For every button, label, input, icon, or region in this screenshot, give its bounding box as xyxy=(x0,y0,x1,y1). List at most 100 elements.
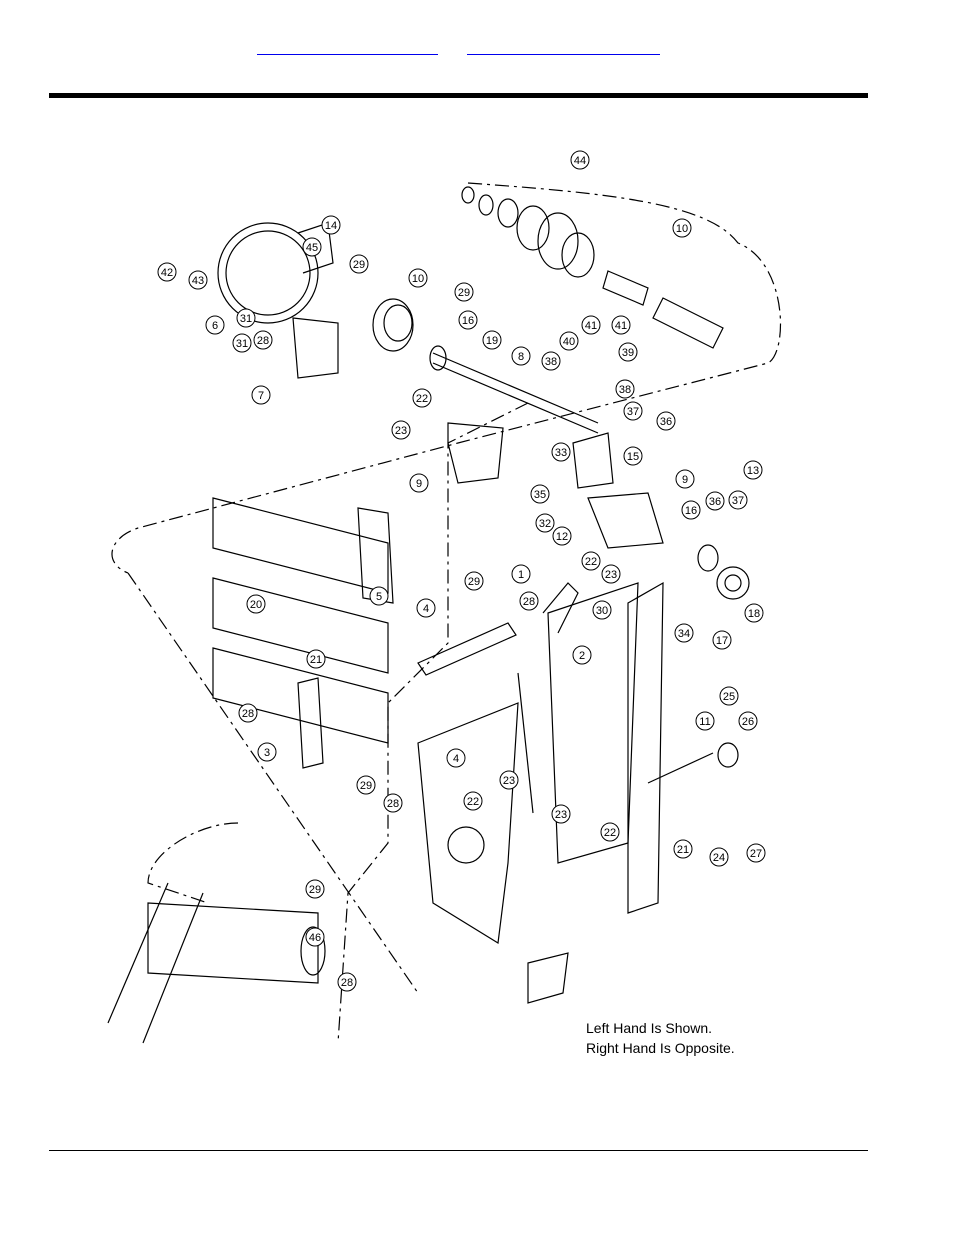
svg-text:4: 4 xyxy=(423,603,429,615)
header-rule xyxy=(49,93,868,98)
callout-38a: 38 xyxy=(541,351,561,371)
nav-link-1[interactable] xyxy=(257,40,438,55)
callout-21a: 21 xyxy=(306,649,326,669)
svg-text:28: 28 xyxy=(387,798,399,810)
svg-text:33: 33 xyxy=(555,447,567,459)
arm-1 xyxy=(417,622,517,676)
callout-45: 45 xyxy=(302,237,322,257)
svg-text:22: 22 xyxy=(416,393,428,405)
callout-27: 27 xyxy=(746,843,766,863)
svg-text:26: 26 xyxy=(742,716,754,728)
callout-3: 3 xyxy=(257,742,277,762)
callout-28d: 28 xyxy=(383,793,403,813)
shaft-19 xyxy=(432,352,599,424)
callout-36a: 36 xyxy=(656,411,676,431)
svg-text:32: 32 xyxy=(539,518,551,530)
nav-link-2[interactable] xyxy=(467,40,660,55)
bracket-7 xyxy=(292,317,339,379)
svg-text:30: 30 xyxy=(596,605,608,617)
clutch-shaft xyxy=(602,270,649,306)
lower-tube xyxy=(147,902,319,984)
upright-left xyxy=(357,507,394,604)
rear-plate xyxy=(627,581,664,914)
callout-16b: 16 xyxy=(681,500,701,520)
clutch-bushing xyxy=(497,198,519,228)
frame-tube-middle xyxy=(212,577,389,674)
svg-text:7: 7 xyxy=(258,390,264,402)
callout-38b: 38 xyxy=(615,379,635,399)
callout-21b: 21 xyxy=(673,839,693,859)
callout-26: 26 xyxy=(738,711,758,731)
svg-text:5: 5 xyxy=(376,591,382,603)
callout-23b: 23 xyxy=(601,564,621,584)
svg-text:16: 16 xyxy=(462,315,474,327)
clutch-disc xyxy=(561,232,595,278)
svg-text:36: 36 xyxy=(709,496,721,508)
svg-text:20: 20 xyxy=(250,599,262,611)
exploded-view-drawing: 44 10 14 42 43 6 45 29 10 29 31 31 28 7 … xyxy=(107,150,782,1056)
callout-22a: 22 xyxy=(412,388,432,408)
lower-arm-1 xyxy=(107,882,169,1024)
link-3 xyxy=(297,677,324,769)
callout-4a: 4 xyxy=(416,598,436,618)
svg-text:11: 11 xyxy=(699,716,710,728)
callout-23c: 23 xyxy=(499,770,519,790)
callout-14: 14 xyxy=(321,215,341,235)
svg-text:37: 37 xyxy=(732,495,744,507)
svg-text:17: 17 xyxy=(716,635,728,647)
bolt-11 xyxy=(647,752,714,784)
svg-text:28: 28 xyxy=(257,335,269,347)
svg-text:23: 23 xyxy=(555,809,567,821)
callout-23a: 23 xyxy=(391,420,411,440)
svg-text:31: 31 xyxy=(240,313,252,325)
callout-5: 5 xyxy=(369,586,389,606)
svg-text:9: 9 xyxy=(682,474,688,486)
svg-text:6: 6 xyxy=(212,320,218,332)
callout-2: 2 xyxy=(572,645,592,665)
callout-20: 20 xyxy=(246,594,266,614)
phantom-outline-left xyxy=(127,572,419,994)
shaft-19-edge xyxy=(432,362,599,434)
svg-text:29: 29 xyxy=(468,576,480,588)
svg-text:10: 10 xyxy=(676,223,688,235)
svg-text:24: 24 xyxy=(713,852,725,864)
svg-text:22: 22 xyxy=(585,556,597,568)
svg-text:2: 2 xyxy=(579,650,585,662)
svg-text:28: 28 xyxy=(523,596,535,608)
callout-37b: 37 xyxy=(728,490,748,510)
callout-8: 8 xyxy=(511,346,531,366)
svg-text:10: 10 xyxy=(412,273,424,285)
callout-34: 34 xyxy=(674,623,694,643)
svg-text:29: 29 xyxy=(360,780,372,792)
callout-10a: 10 xyxy=(672,218,692,238)
nav-link-1-text[interactable] xyxy=(257,40,438,54)
sprocket-large-inner xyxy=(225,230,311,316)
callout-31b: 31 xyxy=(232,333,252,353)
callout-41b: 41 xyxy=(611,315,631,335)
callout-13: 13 xyxy=(743,460,763,480)
svg-text:44: 44 xyxy=(574,155,586,167)
svg-text:4: 4 xyxy=(453,753,459,765)
svg-text:12: 12 xyxy=(556,531,568,543)
phantom-outline-lower xyxy=(147,822,239,904)
svg-text:31: 31 xyxy=(236,338,248,350)
phantom-outline-mid xyxy=(337,402,529,1044)
callout-44a: 44 xyxy=(570,150,590,170)
svg-text:45: 45 xyxy=(306,242,318,254)
callout-46: 46 xyxy=(305,927,325,947)
svg-text:46: 46 xyxy=(309,932,321,944)
svg-text:41: 41 xyxy=(585,320,597,332)
nav-link-2-text[interactable] xyxy=(467,40,660,54)
callout-29a: 29 xyxy=(349,254,369,274)
callout-24: 24 xyxy=(709,847,729,867)
callout-33: 33 xyxy=(551,442,571,462)
svg-text:9: 9 xyxy=(416,478,422,490)
callout-7: 7 xyxy=(251,385,271,405)
callout-18: 18 xyxy=(744,603,764,623)
svg-text:14: 14 xyxy=(325,220,337,232)
bearing-16-left xyxy=(429,345,447,371)
block-39 xyxy=(572,432,614,489)
svg-text:16: 16 xyxy=(685,505,697,517)
svg-text:15: 15 xyxy=(627,451,639,463)
svg-text:23: 23 xyxy=(395,425,407,437)
